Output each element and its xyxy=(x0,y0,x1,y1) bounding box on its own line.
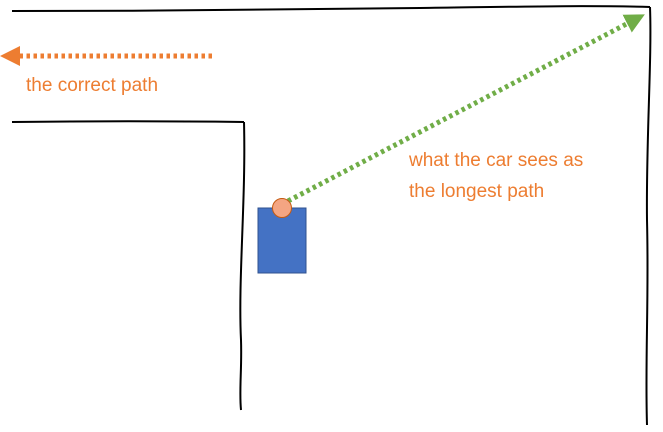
longest-path-text-line1: what the car sees as xyxy=(409,150,584,171)
correct-path-text: the correct path xyxy=(26,75,159,96)
longest-path-arrow xyxy=(286,14,645,204)
right-wall xyxy=(645,6,652,426)
top-wall xyxy=(11,5,651,12)
car-sensor xyxy=(272,198,292,218)
inner-horizontal-wall xyxy=(11,120,245,123)
correct-path-label: the correct path xyxy=(26,70,158,101)
longest-path-text-line2: the longest path xyxy=(409,181,545,202)
inner-vertical-wall xyxy=(239,121,246,411)
longest-path-label: what the car sees as the longest path xyxy=(409,145,583,207)
